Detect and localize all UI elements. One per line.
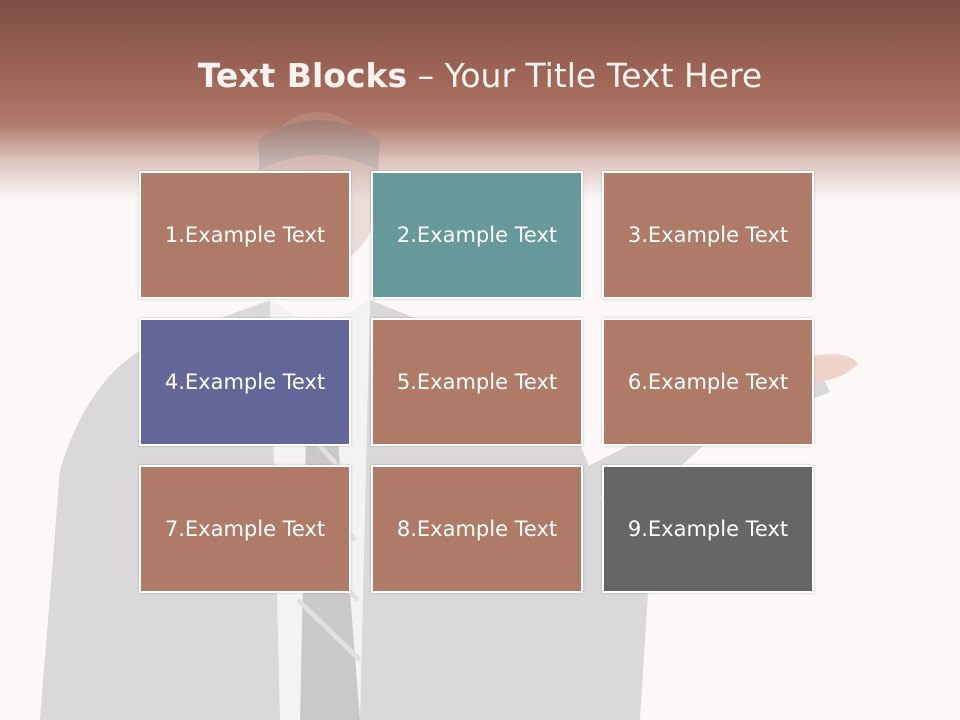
title-dash: –	[407, 56, 445, 95]
text-block-label: 2.Example Text	[396, 223, 558, 247]
slide-title: Text Blocks – Your Title Text Here	[0, 54, 960, 98]
header-band	[0, 0, 960, 200]
title-bold: Text Blocks	[197, 56, 408, 95]
text-block-4[interactable]: 4.Example Text	[139, 318, 351, 446]
text-block-5[interactable]: 5.Example Text	[371, 318, 583, 446]
text-block-label: 8.Example Text	[396, 517, 558, 541]
text-block-label: 5.Example Text	[396, 370, 558, 394]
text-block-1[interactable]: 1.Example Text	[139, 171, 351, 299]
text-block-label: 1.Example Text	[164, 223, 326, 247]
text-block-label: 9.Example Text	[627, 517, 789, 541]
title-rest: Your Title Text Here	[444, 56, 763, 95]
text-block-2[interactable]: 2.Example Text	[371, 171, 583, 299]
text-block-3[interactable]: 3.Example Text	[602, 171, 814, 299]
text-block-label: 4.Example Text	[164, 370, 326, 394]
text-block-label: 7.Example Text	[164, 517, 326, 541]
text-block-7[interactable]: 7.Example Text	[139, 465, 351, 593]
text-block-label: 3.Example Text	[627, 223, 789, 247]
text-block-label: 6.Example Text	[627, 370, 789, 394]
text-block-8[interactable]: 8.Example Text	[371, 465, 583, 593]
text-block-9[interactable]: 9.Example Text	[602, 465, 814, 593]
text-block-6[interactable]: 6.Example Text	[602, 318, 814, 446]
